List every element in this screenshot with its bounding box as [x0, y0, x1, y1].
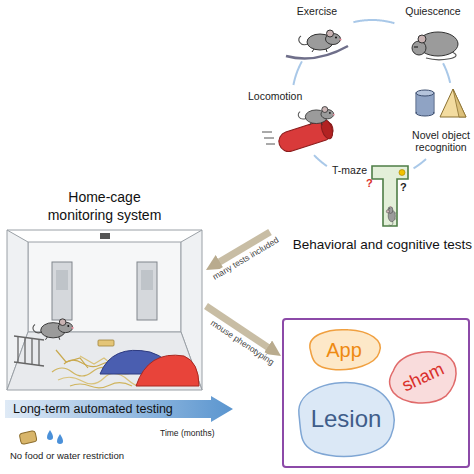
- t-maze-illustration: [386, 206, 396, 225]
- quiescence-illustration: [412, 41, 426, 55]
- blob-shape: [299, 383, 394, 457]
- timeline-arrow-shape: [5, 396, 233, 422]
- locomotion-illustration: [276, 118, 335, 154]
- cage-mouse: [33, 319, 74, 340]
- food-dish: [98, 340, 114, 346]
- shelter-domes: [100, 350, 199, 386]
- bedding: [58, 373, 146, 385]
- cage-mouse: [33, 319, 74, 340]
- food-pellet-icon: [19, 430, 37, 444]
- phenotype-panel: AppLesionsham: [282, 318, 470, 468]
- arrow-label: mouse phenotyping: [207, 318, 277, 370]
- t-maze-illustration: [372, 166, 408, 226]
- test-box: Quiescence: [398, 4, 468, 60]
- blob-shape: [390, 352, 457, 403]
- cycle-arc: [314, 155, 327, 166]
- node-label: T-maze: [332, 164, 367, 177]
- home-cage-box: Home-cage monitoring system: [5, 228, 204, 392]
- home-cage: [137, 262, 157, 320]
- novel-objects: [416, 90, 434, 96]
- test-box: T-maze: [330, 162, 410, 228]
- home-cage: [7, 230, 202, 390]
- exercise-illustration: [299, 30, 342, 52]
- home-cage: [141, 270, 153, 290]
- test-box: Locomotion: [246, 88, 340, 152]
- locomotion-illustration: [262, 107, 336, 155]
- shelter-domes: [136, 355, 199, 386]
- t-maze-illustration: [399, 170, 405, 176]
- question-mark: ?: [366, 177, 373, 189]
- group-blob: sham: [384, 346, 462, 408]
- quiescence-illustration: [412, 32, 458, 60]
- question-mark: ?: [400, 181, 407, 193]
- home-cage: [7, 230, 202, 231]
- bedding: [70, 383, 132, 388]
- home-cage: [56, 270, 68, 290]
- home-cage: [100, 233, 110, 239]
- novel-objects: [440, 89, 466, 117]
- group-label: App: [326, 339, 362, 362]
- blob-shape: [310, 330, 380, 370]
- food-pellet-icon: [19, 430, 37, 444]
- water-drop-icon: [47, 430, 63, 444]
- locomotion-illustration: [298, 107, 334, 126]
- novel-objects: [453, 89, 466, 117]
- cycle-arc: [293, 61, 302, 85]
- node-label: Home-cage monitoring system: [35, 188, 175, 224]
- arrow-label: many tests included: [210, 235, 283, 284]
- quiescence-illustration: [414, 47, 418, 48]
- cycle-arc: [443, 63, 450, 83]
- node-label: Quiescence: [398, 5, 468, 18]
- node-label: Exercise: [284, 5, 350, 18]
- locomotion-illustration: [276, 118, 335, 154]
- home-cage: [52, 262, 72, 320]
- test-box: Exercise: [284, 4, 350, 58]
- cycle-arc: [353, 20, 394, 23]
- timeline-arrow: Long-term automated testing: [5, 396, 233, 422]
- group-blob: Lesion: [290, 376, 402, 462]
- ladder: [24, 338, 25, 364]
- node-label: Novel object recognition: [410, 129, 472, 154]
- cycle-arc: [414, 159, 426, 168]
- note-label: No food or water restriction: [10, 450, 124, 461]
- exercise-illustration: [286, 30, 348, 58]
- test-group: Behavioral and cognitive testsExerciseQu…: [242, 2, 472, 232]
- node-label: Locomotion: [248, 90, 302, 103]
- ladder: [14, 336, 44, 366]
- novel-objects: [416, 89, 466, 117]
- ladder: [31, 339, 32, 365]
- note-label: Time (months): [160, 428, 214, 438]
- ladder: [38, 339, 39, 365]
- quiescence-illustration: [418, 35, 426, 43]
- home-cage: [7, 332, 202, 390]
- group-blob: App: [302, 326, 386, 374]
- bedding: [56, 350, 88, 368]
- locomotion-illustration: [262, 132, 275, 144]
- food-dish: [98, 340, 114, 346]
- ladder: [17, 337, 18, 363]
- water-drop-icon: [57, 434, 63, 444]
- t-maze-illustration: [372, 166, 408, 226]
- home-cage: [28, 242, 181, 332]
- node-label: Behavioral and cognitive tests: [293, 237, 472, 252]
- water-drop-icon: [47, 430, 53, 440]
- timeline-label: Long-term automated testing: [13, 402, 173, 416]
- group-label: Lesion: [311, 405, 382, 433]
- test-box: Novel object recognition: [410, 86, 472, 156]
